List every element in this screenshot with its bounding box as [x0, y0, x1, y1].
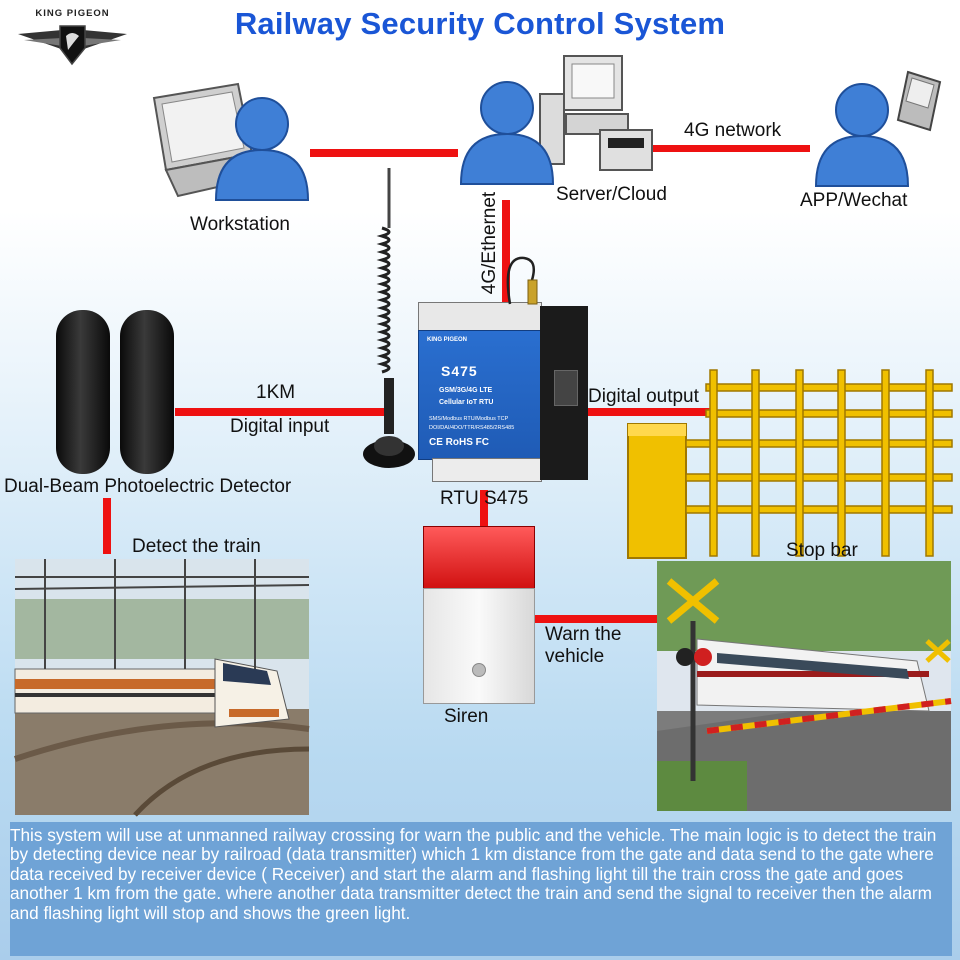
- detector-label: Dual-Beam Photoelectric Detector: [4, 476, 292, 497]
- ethernet-label: 4G/Ethernet: [479, 191, 500, 295]
- logo-text: KING PIGEON: [35, 8, 110, 19]
- rtu-terminal-block: [432, 458, 542, 482]
- wire-detector-rtu: [175, 408, 390, 416]
- rtu-spec3-text: SMS/Modbus RTU/Modbus TCP: [429, 416, 509, 422]
- siren-red-dome: [423, 526, 535, 590]
- rtu-cert-text: CE RoHS FC: [429, 437, 489, 448]
- sim-slot: [554, 370, 578, 406]
- wire-server-app: [648, 145, 810, 152]
- wire-workstation-server: [310, 149, 458, 157]
- stop-bar-barrier-icon: [627, 369, 953, 559]
- king-pigeon-logo: KING PIGEON: [10, 8, 135, 70]
- rtu-spec2-text: Cellular IoT RTU: [439, 399, 494, 406]
- antenna-icon: [363, 168, 415, 468]
- app-wechat-label: APP/Wechat: [800, 190, 908, 211]
- digital-output-label: Digital output: [588, 386, 699, 407]
- workstation-person-icon: [214, 97, 310, 201]
- wire-detector-train: [103, 498, 111, 554]
- description-box: This system will use at unmanned railway…: [10, 822, 952, 956]
- detect-train-label: Detect the train: [132, 536, 261, 557]
- warn-label-line1: Warn the: [545, 624, 622, 645]
- rtu-device: KING PIGEON S475 GSM/3G/4G LTE Cellular …: [418, 256, 588, 488]
- laptop-icon: [152, 82, 268, 198]
- workstation-label: Workstation: [190, 214, 290, 235]
- network-4g-label: 4G network: [684, 120, 782, 141]
- siren-white-base: [423, 588, 535, 704]
- stop-bar-label: Stop bar: [786, 540, 858, 561]
- rtu-label: RTU S475: [440, 488, 529, 509]
- rtu-spec1-text: GSM/3G/4G LTE: [439, 387, 493, 394]
- wire-server-rtu: [502, 200, 510, 308]
- diagram-title: Railway Security Control System: [234, 6, 726, 41]
- rtu-model-text: S475: [441, 363, 478, 379]
- wire-rtu-siren: [480, 490, 488, 528]
- logo-wings-icon: [18, 25, 127, 66]
- train-photo: [14, 559, 310, 817]
- app-person-icon: [814, 83, 910, 187]
- digital-input-label: Digital input: [230, 416, 330, 437]
- siren-hole: [472, 663, 486, 677]
- rtu-side-panel: [540, 306, 588, 480]
- detector-left: [56, 310, 110, 474]
- wire-siren-warn: [532, 615, 660, 623]
- description-text: This system will use at unmanned railway…: [10, 825, 937, 923]
- rtu-antenna-connector-icon: [506, 256, 538, 305]
- siren-device: [423, 526, 535, 704]
- server-computer-icon: [539, 55, 653, 171]
- siren-label: Siren: [444, 706, 489, 727]
- distance-label: 1KM: [256, 382, 296, 403]
- server-cloud-label: Server/Cloud: [556, 184, 667, 205]
- rtu-spec4-text: DOI/DAI/4DO/TTR/RS485/2RS485: [429, 425, 515, 431]
- wire-rtu-stopbar: [585, 408, 715, 416]
- rtu-brand-text: KING PIGEON: [427, 337, 468, 343]
- mobile-phone-icon: [896, 70, 942, 132]
- railway-crossing-photo: [657, 561, 952, 811]
- detector-right: [120, 310, 174, 474]
- warn-label-line2: vehicle: [545, 646, 605, 667]
- rtu-front-panel: KING PIGEON S475 GSM/3G/4G LTE Cellular …: [418, 330, 542, 460]
- server-person-icon: [459, 81, 555, 185]
